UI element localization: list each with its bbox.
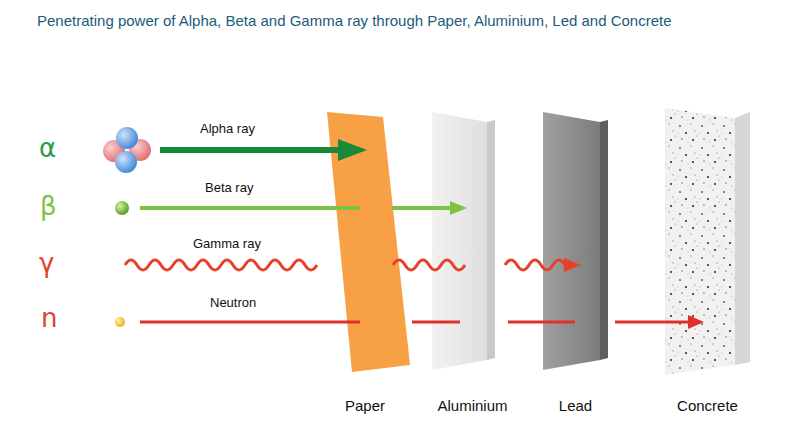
alpha-ray-line: [160, 147, 342, 153]
paper-barrier: Paper: [310, 105, 420, 417]
ray-label: Beta ray: [205, 180, 253, 195]
beta-ray-line: [140, 206, 360, 210]
aluminium-barrier: Aluminium: [425, 105, 520, 417]
gamma-arrowhead: [564, 258, 581, 272]
barrier-face: [735, 112, 750, 365]
beta-symbol: β: [40, 191, 57, 221]
gamma-symbol: γ: [39, 248, 54, 278]
barrier-shape: [655, 100, 760, 417]
alpha-symbol: α: [39, 133, 56, 163]
ray-label: Neutron: [210, 295, 256, 310]
barrier-label: Paper: [310, 397, 420, 414]
barrier-face: [600, 120, 608, 360]
neutron-ray-line: [615, 321, 690, 324]
ray-label: Gamma ray: [193, 236, 261, 251]
barrier-face: [327, 112, 410, 372]
beta-arrowhead: [450, 201, 467, 215]
neutron-arrowhead: [688, 315, 704, 329]
barrier-label: Lead: [528, 397, 623, 414]
proton-ball: [103, 140, 125, 162]
diagram-title: Penetrating power of Alpha, Beta and Gam…: [37, 12, 672, 29]
beta-particle: [115, 201, 129, 215]
barrier-face: [432, 112, 487, 370]
neutron-ball: [115, 151, 137, 173]
neutron-symbol: n: [41, 303, 57, 333]
concrete-barrier: Concrete: [655, 100, 760, 417]
neutron-ball: [116, 127, 138, 149]
neutron-ray-line: [412, 321, 460, 324]
barrier-face: [665, 108, 735, 375]
neutron-ray-line: [508, 321, 575, 324]
gamma-wave: [505, 260, 565, 270]
beta-ray-line: [392, 206, 452, 210]
neutron-ray-line: [140, 321, 360, 324]
barrier-label: Concrete: [655, 397, 760, 414]
barrier-shape: [425, 105, 520, 417]
ray-label: Alpha ray: [200, 121, 255, 136]
barrier-face: [487, 120, 495, 360]
gamma-wave: [393, 260, 465, 270]
neutron-particle: [115, 317, 125, 327]
alpha-particle: [103, 127, 151, 173]
barrier-face: [543, 112, 600, 370]
proton-ball: [129, 139, 151, 161]
barrier-shape: [310, 105, 420, 417]
barrier-label: Aluminium: [425, 397, 520, 414]
barrier-shape: [528, 105, 623, 417]
gamma-wave: [125, 260, 317, 270]
alpha-arrowhead: [338, 139, 367, 161]
lead-barrier: Lead: [528, 105, 623, 417]
